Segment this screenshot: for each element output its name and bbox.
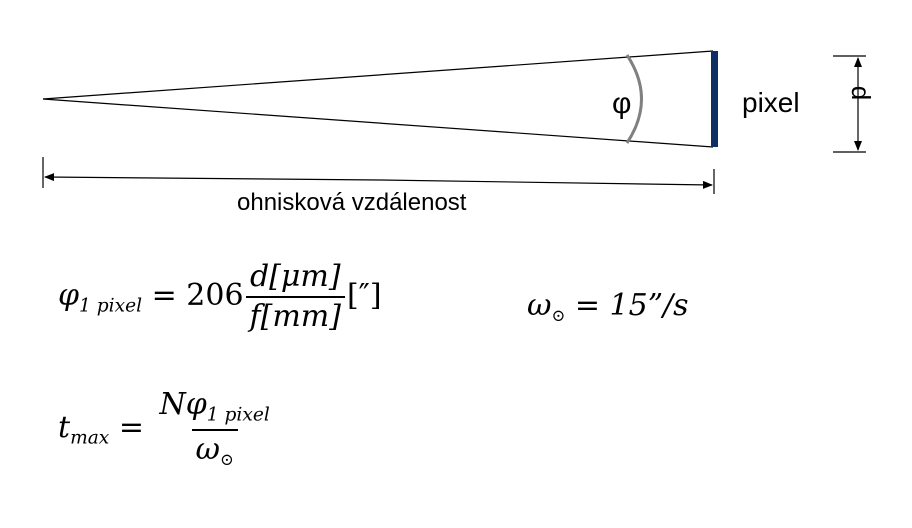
formula-max-exposure: tmax = Nφ1 pixel ω⊙: [58, 390, 276, 468]
phi-subscript: 1 pixel: [206, 404, 270, 426]
fraction-denominator: f[mm]: [249, 299, 341, 334]
sun-symbol: ⊙: [219, 449, 234, 469]
t-subscript: max: [70, 427, 110, 449]
equals-sign: =: [574, 288, 600, 323]
angle-arc: [625, 54, 643, 144]
arcsecond-unit: [″]: [346, 278, 382, 313]
cone-lower-line: [42, 98, 714, 148]
equals-sign: =: [118, 410, 144, 446]
cone-upper-line: [42, 50, 714, 100]
omega-symbol: ω: [527, 288, 552, 323]
phi-subscript: 1 pixel: [79, 295, 143, 317]
formula-sidereal-rate: ω⊙ = 15”/s: [527, 291, 689, 324]
focal-length-label: ohnisková vzdálenost: [237, 189, 467, 216]
d-label: d: [846, 86, 876, 100]
fraction-numerator: d[μm]: [249, 259, 341, 294]
focal-length-diagram: φ pixel d ohnisková vzdálenost: [42, 50, 876, 216]
phi-symbol: φ: [58, 278, 80, 313]
sun-symbol: ⊙: [551, 305, 566, 325]
omega-symbol: ω: [195, 432, 220, 468]
sidereal-rate-value: 15”/s: [609, 288, 689, 323]
angle-symbol-label: φ: [612, 87, 631, 120]
equals-sign: =: [151, 278, 177, 313]
pixel-label: pixel: [742, 87, 800, 118]
phi-symbol: φ: [185, 387, 207, 422]
t-symbol: t: [58, 410, 71, 446]
fraction-exposure: Nφ1 pixel ω⊙: [156, 390, 274, 468]
n-symbol: N: [159, 387, 186, 422]
distance-arrow-left: [44, 173, 381, 182]
distance-arrow-right: [379, 179, 713, 189]
coefficient: 206: [186, 278, 244, 313]
fraction-d-over-f: d[μm] f[mm]: [245, 259, 345, 334]
pixel-bar: [711, 51, 718, 147]
